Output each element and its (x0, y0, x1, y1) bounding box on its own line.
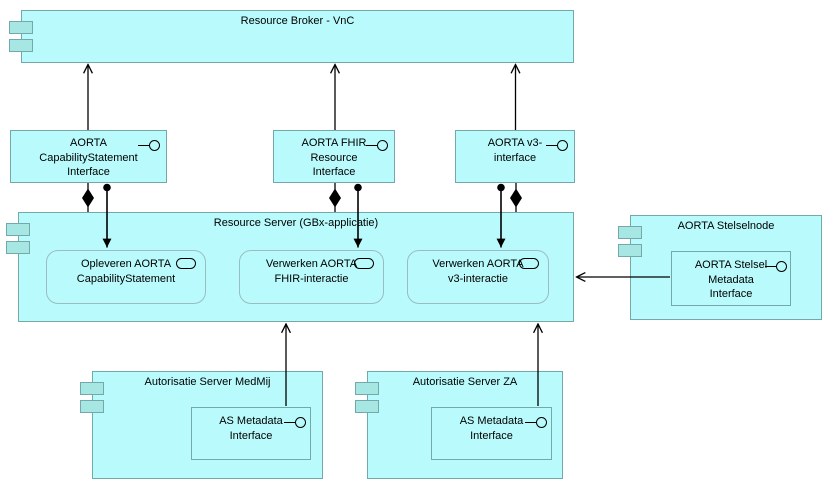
interface-aorta-stelsel-metadata: AORTA Stelsel Metadata Interface (671, 251, 791, 306)
component-title: Autorisatie Server ZA (412, 376, 518, 388)
component-port-icon (6, 241, 30, 254)
component-port-icon (80, 382, 104, 395)
service-verwerken-fhir-interactie: Verwerken AORTA FHIR-interactie (239, 250, 384, 304)
component-title: Resource Broker - VnC (240, 15, 355, 27)
component-port-icon (80, 400, 104, 413)
service-opleveren-capabilitystatement: Opleveren AORTA CapabilityStatement (46, 250, 206, 304)
service-verwerken-v3-interactie: Verwerken AORTA v3-interactie (407, 250, 549, 304)
interface-as-metadata-za: AS Metadata Interface (431, 407, 552, 460)
service-label: Opleveren AORTA CapabilityStatement (76, 258, 176, 285)
interface-label: AORTA Stelsel Metadata Interface (694, 259, 768, 300)
interface-label: AS Metadata Interface (459, 415, 524, 442)
component-aorta-stelselnode: AORTA Stelselnode AORTA Stelsel Metadata… (618, 215, 822, 320)
interface-lollipop-icon (546, 139, 569, 151)
component-autorisatie-server-za: Autorisatie Server ZA AS Metadata Interf… (355, 371, 563, 479)
application-service-icon (176, 258, 196, 269)
component-title: Resource Server (GBx-applicatie) (213, 217, 379, 229)
component-port-icon (618, 226, 642, 239)
component-port-icon (6, 223, 30, 236)
component-resource-broker: Resource Broker - VnC (9, 10, 574, 63)
component-port-icon (618, 244, 642, 257)
edge-composition-server-cap (82, 183, 94, 212)
edge-composition-server-fhir (329, 183, 341, 212)
service-label: Verwerken AORTA v3-interactie (432, 258, 524, 285)
interface-label: AORTA v3- interface (487, 137, 543, 164)
component-port-icon (355, 382, 379, 395)
interface-lollipop-icon (284, 416, 307, 428)
edge-composition-server-v3 (510, 183, 522, 212)
component-title: AORTA Stelselnode (677, 220, 775, 232)
interface-aorta-capabilitystatement: AORTA CapabilityStatement Interface (10, 130, 167, 183)
interface-lollipop-icon (765, 260, 788, 272)
interface-aorta-v3: AORTA v3- interface (455, 130, 575, 183)
component-port-icon (9, 39, 33, 52)
interface-lollipop-icon (138, 139, 161, 151)
component-port-icon (355, 400, 379, 413)
component-resource-server: Resource Server (GBx-applicatie) Oplever… (6, 212, 574, 322)
interface-label: AORTA FHIR Resource Interface (301, 137, 367, 178)
application-service-icon (354, 258, 374, 269)
application-service-icon (519, 258, 539, 269)
interface-lollipop-icon (366, 139, 389, 151)
component-title: Autorisatie Server MedMij (144, 376, 271, 388)
component-autorisatie-server-medmij: Autorisatie Server MedMij AS Metadata In… (80, 371, 323, 479)
interface-aorta-fhir-resource: AORTA FHIR Resource Interface (273, 130, 395, 183)
interface-lollipop-icon (525, 416, 548, 428)
service-label: Verwerken AORTA FHIR-interactie (265, 258, 358, 285)
interface-label: AORTA CapabilityStatement Interface (39, 137, 138, 178)
component-port-icon (9, 21, 33, 34)
interface-label: AS Metadata Interface (219, 415, 283, 442)
interface-as-metadata-medmij: AS Metadata Interface (191, 407, 311, 460)
